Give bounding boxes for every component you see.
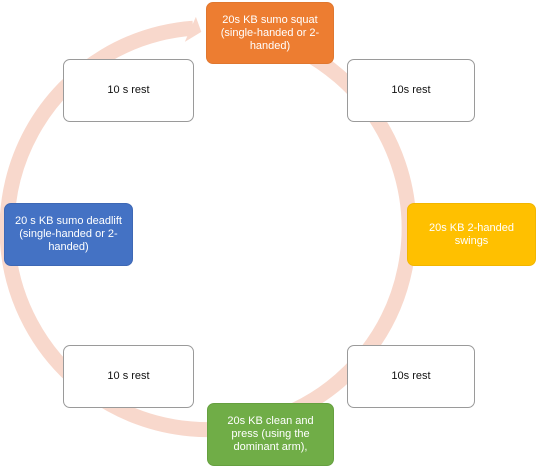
node-rest-bottom-left: 10 s rest xyxy=(63,345,194,408)
node-2-handed-swings: 20s KB 2-handed swings xyxy=(407,203,536,266)
node-sumo-deadlift: 20 s KB sumo deadlift (single-handed or … xyxy=(4,203,133,266)
cycle-arrowhead xyxy=(184,16,202,42)
cycle-ring-arc xyxy=(0,20,417,438)
node-rest-top-left: 10 s rest xyxy=(63,59,194,122)
node-clean-and-press: 20s KB clean and press (using the domina… xyxy=(207,403,334,466)
node-rest-bottom-right: 10s rest xyxy=(347,345,475,408)
node-rest-top-right: 10s rest xyxy=(347,59,475,122)
node-sumo-squat: 20s KB sumo squat (single-handed or 2-ha… xyxy=(206,2,334,64)
